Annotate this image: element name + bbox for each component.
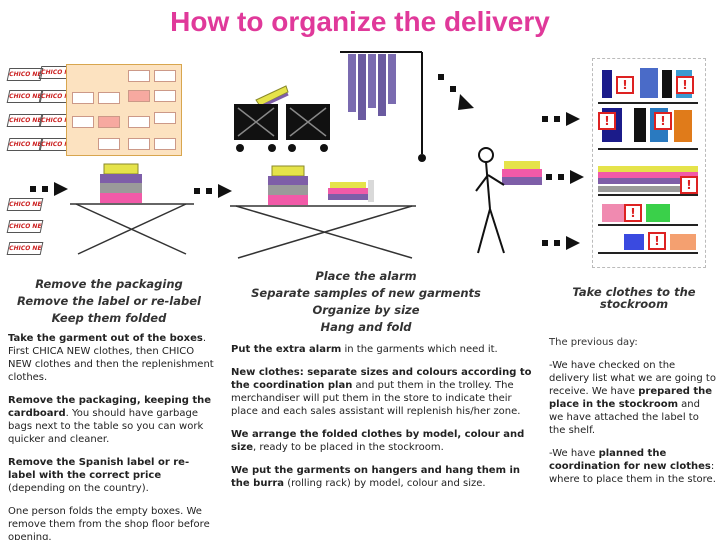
col1-paragraph: Remove the packaging, keeping the cardbo… xyxy=(8,395,212,445)
box-slot xyxy=(98,92,120,104)
box-slot xyxy=(72,116,94,128)
box-slot xyxy=(154,138,176,150)
heading-line: Take clothes to the xyxy=(572,285,696,299)
heading-line: stockroom xyxy=(599,297,669,311)
alarm-icon: ! xyxy=(624,204,642,222)
col3-paragraph: -We have checked on the delivery list wh… xyxy=(549,360,716,436)
arrow-icon xyxy=(438,74,474,110)
shelf-unit-icon xyxy=(598,166,698,262)
heading-line: Separate samples of new garments xyxy=(251,286,481,300)
box-slot xyxy=(98,116,120,128)
box-slot xyxy=(154,90,176,102)
stockroom-shelf-unit xyxy=(592,58,706,268)
col2-heading: Place the alarm Separate samples of new … xyxy=(236,268,496,336)
col2-paragraph: We put the garments on hangers and hang … xyxy=(231,465,521,489)
alarm-icon: ! xyxy=(676,76,694,94)
heading-line: Hang and fold xyxy=(320,320,412,334)
box-slot xyxy=(128,116,150,128)
shelf-line xyxy=(598,102,698,104)
heading-line: Remove the label or re-label xyxy=(17,294,201,308)
person-icon xyxy=(475,147,542,254)
previous-day-label: The previous day: xyxy=(549,337,638,348)
heading-line: Keep them folded xyxy=(51,311,167,325)
box-slot xyxy=(72,92,94,104)
alarm-icon: ! xyxy=(616,76,634,94)
shelf-line xyxy=(598,148,698,150)
col2-paragraph: Put the extra alarm in the garments whic… xyxy=(231,344,498,355)
col1-paragraph: Take the garment out of the boxes. First… xyxy=(8,333,214,383)
alarm-icon: ! xyxy=(680,176,698,194)
col1-paragraph: One person folds the empty boxes. We rem… xyxy=(8,506,210,540)
arrow-icon xyxy=(30,182,68,196)
col3-paragraph: -We have planned the coordination for ne… xyxy=(549,448,716,485)
alarm-icon: ! xyxy=(648,232,666,250)
cardboard-box-icon: CHICO NEW xyxy=(6,220,44,233)
heading-line: Organize by size xyxy=(312,303,420,317)
cardboard-box-icon: CHICO NEW xyxy=(6,242,44,255)
box-slot xyxy=(98,138,120,150)
col1-text: Take the garment out of the boxes. First… xyxy=(8,332,216,540)
col2-paragraph: We arrange the folded clothes by model, … xyxy=(231,429,525,453)
heading-line: Place the alarm xyxy=(315,269,417,283)
cardboard-box-icon: CHICO NEW xyxy=(6,68,44,81)
arrow-icon xyxy=(546,170,584,184)
arrow-icon xyxy=(542,112,580,126)
col2-paragraph: New clothes: separate sizes and colours … xyxy=(231,367,532,417)
clothing-rack-icon xyxy=(340,51,426,162)
trolley-icon xyxy=(234,85,330,152)
arrow-icon xyxy=(194,184,232,198)
col3-text: The previous day: -We have checked on th… xyxy=(549,336,717,496)
folding-table-icon xyxy=(70,163,194,255)
heading-line: Remove the packaging xyxy=(35,277,183,291)
col1-heading: Remove the packaging Remove the label or… xyxy=(4,276,214,327)
box-stack-illustration: CHICO NEW CHICO NEW CHICO NEW CHICO NEW … xyxy=(0,60,190,260)
alarm-icon: ! xyxy=(598,112,616,130)
box-slot xyxy=(128,138,150,150)
arrow-icon xyxy=(542,236,580,250)
page-title: How to organize the delivery xyxy=(170,6,550,37)
col1-paragraph: Remove the Spanish label or re-label wit… xyxy=(8,457,190,494)
col2-text: Put the extra alarm in the garments whic… xyxy=(231,343,535,500)
box-slot xyxy=(128,90,150,102)
box-slot xyxy=(154,112,176,124)
col3-heading: Take clothes to the stockroom xyxy=(548,286,720,310)
box-slot xyxy=(154,70,176,82)
folding-table-icon xyxy=(230,165,416,259)
alarm-icon: ! xyxy=(654,112,672,130)
box-slot xyxy=(128,70,150,82)
